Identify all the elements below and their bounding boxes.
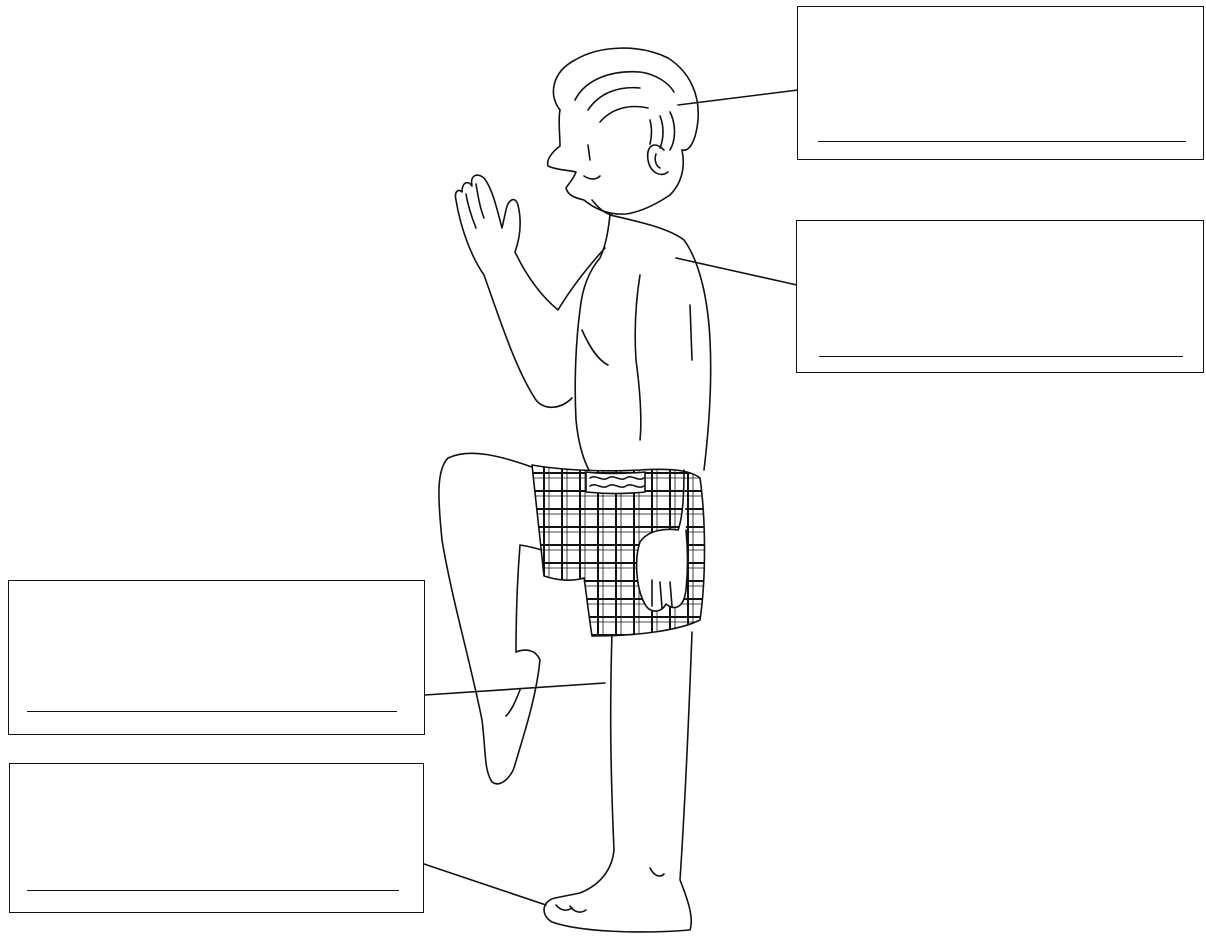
standing-leg <box>544 632 692 932</box>
answer-line-chest <box>819 356 1183 357</box>
label-box-leg[interactable] <box>8 580 425 735</box>
leader-line-chest <box>676 258 797 285</box>
label-box-head[interactable] <box>797 6 1204 160</box>
answer-line-foot <box>27 890 399 891</box>
answer-line-leg <box>27 711 397 712</box>
head <box>548 48 699 215</box>
label-box-chest[interactable] <box>796 220 1204 373</box>
answer-line-head <box>818 141 1186 142</box>
leader-line-foot <box>424 864 546 905</box>
torso <box>575 215 711 472</box>
leader-line-leg <box>425 683 605 695</box>
label-box-foot[interactable] <box>9 763 424 913</box>
